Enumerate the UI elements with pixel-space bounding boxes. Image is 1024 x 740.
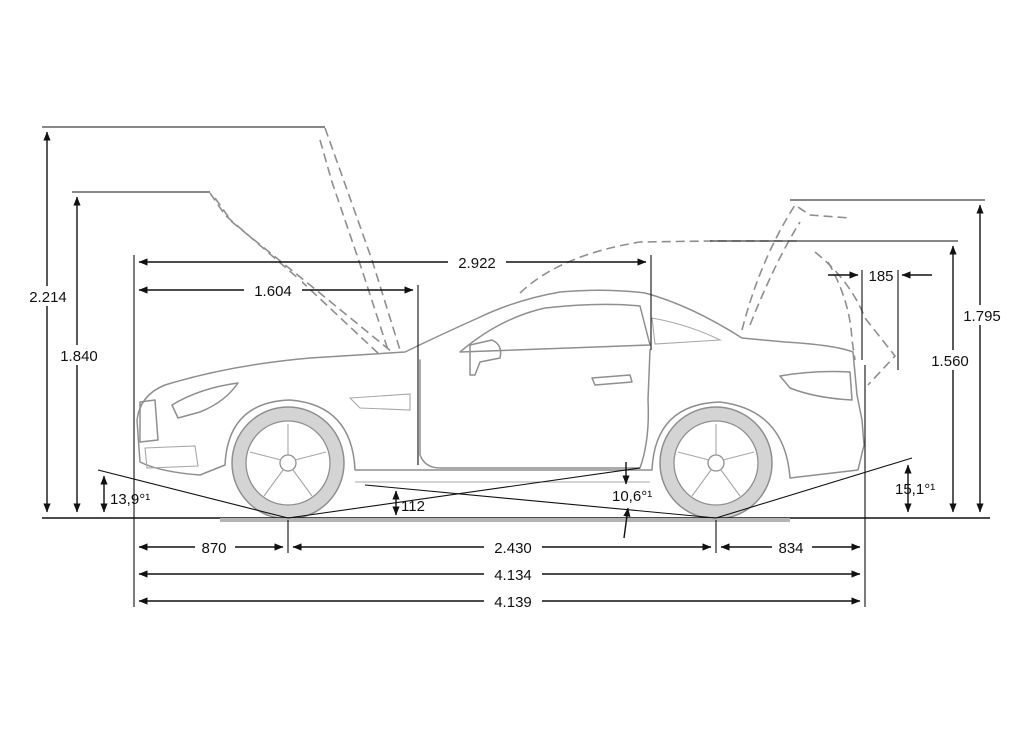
open-bonnet-outline-inner: [214, 197, 393, 353]
label-roof-open-rear-height: 1.795: [963, 308, 1001, 325]
open-boot-lid-outline: [324, 127, 401, 351]
dimension-lines: [43, 131, 984, 605]
departure-angle-line: [715, 457, 913, 519]
reference-lines: [42, 126, 990, 607]
label-approach-angle: 13,9°¹: [110, 491, 150, 508]
label-boot-lid-offset: 185: [868, 268, 893, 285]
car-door-handle: [591, 374, 633, 386]
roof-retracting-outline: [519, 240, 800, 294]
label-breakover-angle: 10,6°¹: [612, 488, 652, 505]
label-ground-clearance: 112: [401, 498, 425, 515]
rear-wheel: [659, 406, 773, 520]
label-bonnet-opening-length: 1.604: [254, 283, 292, 300]
label-open-boot-height: 2.214: [29, 289, 67, 306]
label-wheelbase: 2.430: [494, 540, 532, 557]
label-front-overhang: 870: [201, 540, 226, 557]
open-boot-lid-outline-inner: [319, 139, 389, 351]
car-window: [459, 303, 651, 353]
label-departure-angle: 15,1°¹: [895, 481, 935, 498]
car-side-view: [136, 127, 897, 520]
breakover-angle-line-front: [287, 467, 641, 519]
car-side-vent: [348, 393, 411, 411]
breakover-angle-line-rear: [364, 484, 717, 519]
roof-folded-outline: [741, 203, 851, 331]
label-rear-overhang: 834: [778, 540, 803, 557]
front-wheel: [231, 406, 345, 520]
label-overall-length-alt: 4.139: [494, 594, 532, 611]
car-taillight: [779, 370, 853, 401]
approach-angle-line: [97, 469, 289, 519]
label-overall-length: 4.134: [494, 567, 532, 584]
dimension-labels: 2.214 1.840 2.922 1.604 185 1.795 1.560 …: [24, 252, 1007, 611]
rear-boot-swing-outline-2: [827, 261, 856, 361]
car-mirror: [469, 339, 502, 376]
car-headlight: [171, 382, 239, 419]
boot-lid-rear-outline: [749, 221, 801, 326]
label-open-bonnet-height: 1.840: [60, 348, 98, 365]
label-roof-open-length: 2.922: [458, 255, 496, 272]
car-door: [419, 349, 651, 469]
car-rear-quarter-window: [651, 317, 723, 345]
car-body-outline: [136, 289, 865, 479]
car-front-intake: [144, 445, 199, 469]
label-boot-lid-open-height: 1.560: [931, 353, 969, 370]
open-bonnet-outline: [209, 192, 381, 356]
car-grille: [139, 399, 159, 443]
